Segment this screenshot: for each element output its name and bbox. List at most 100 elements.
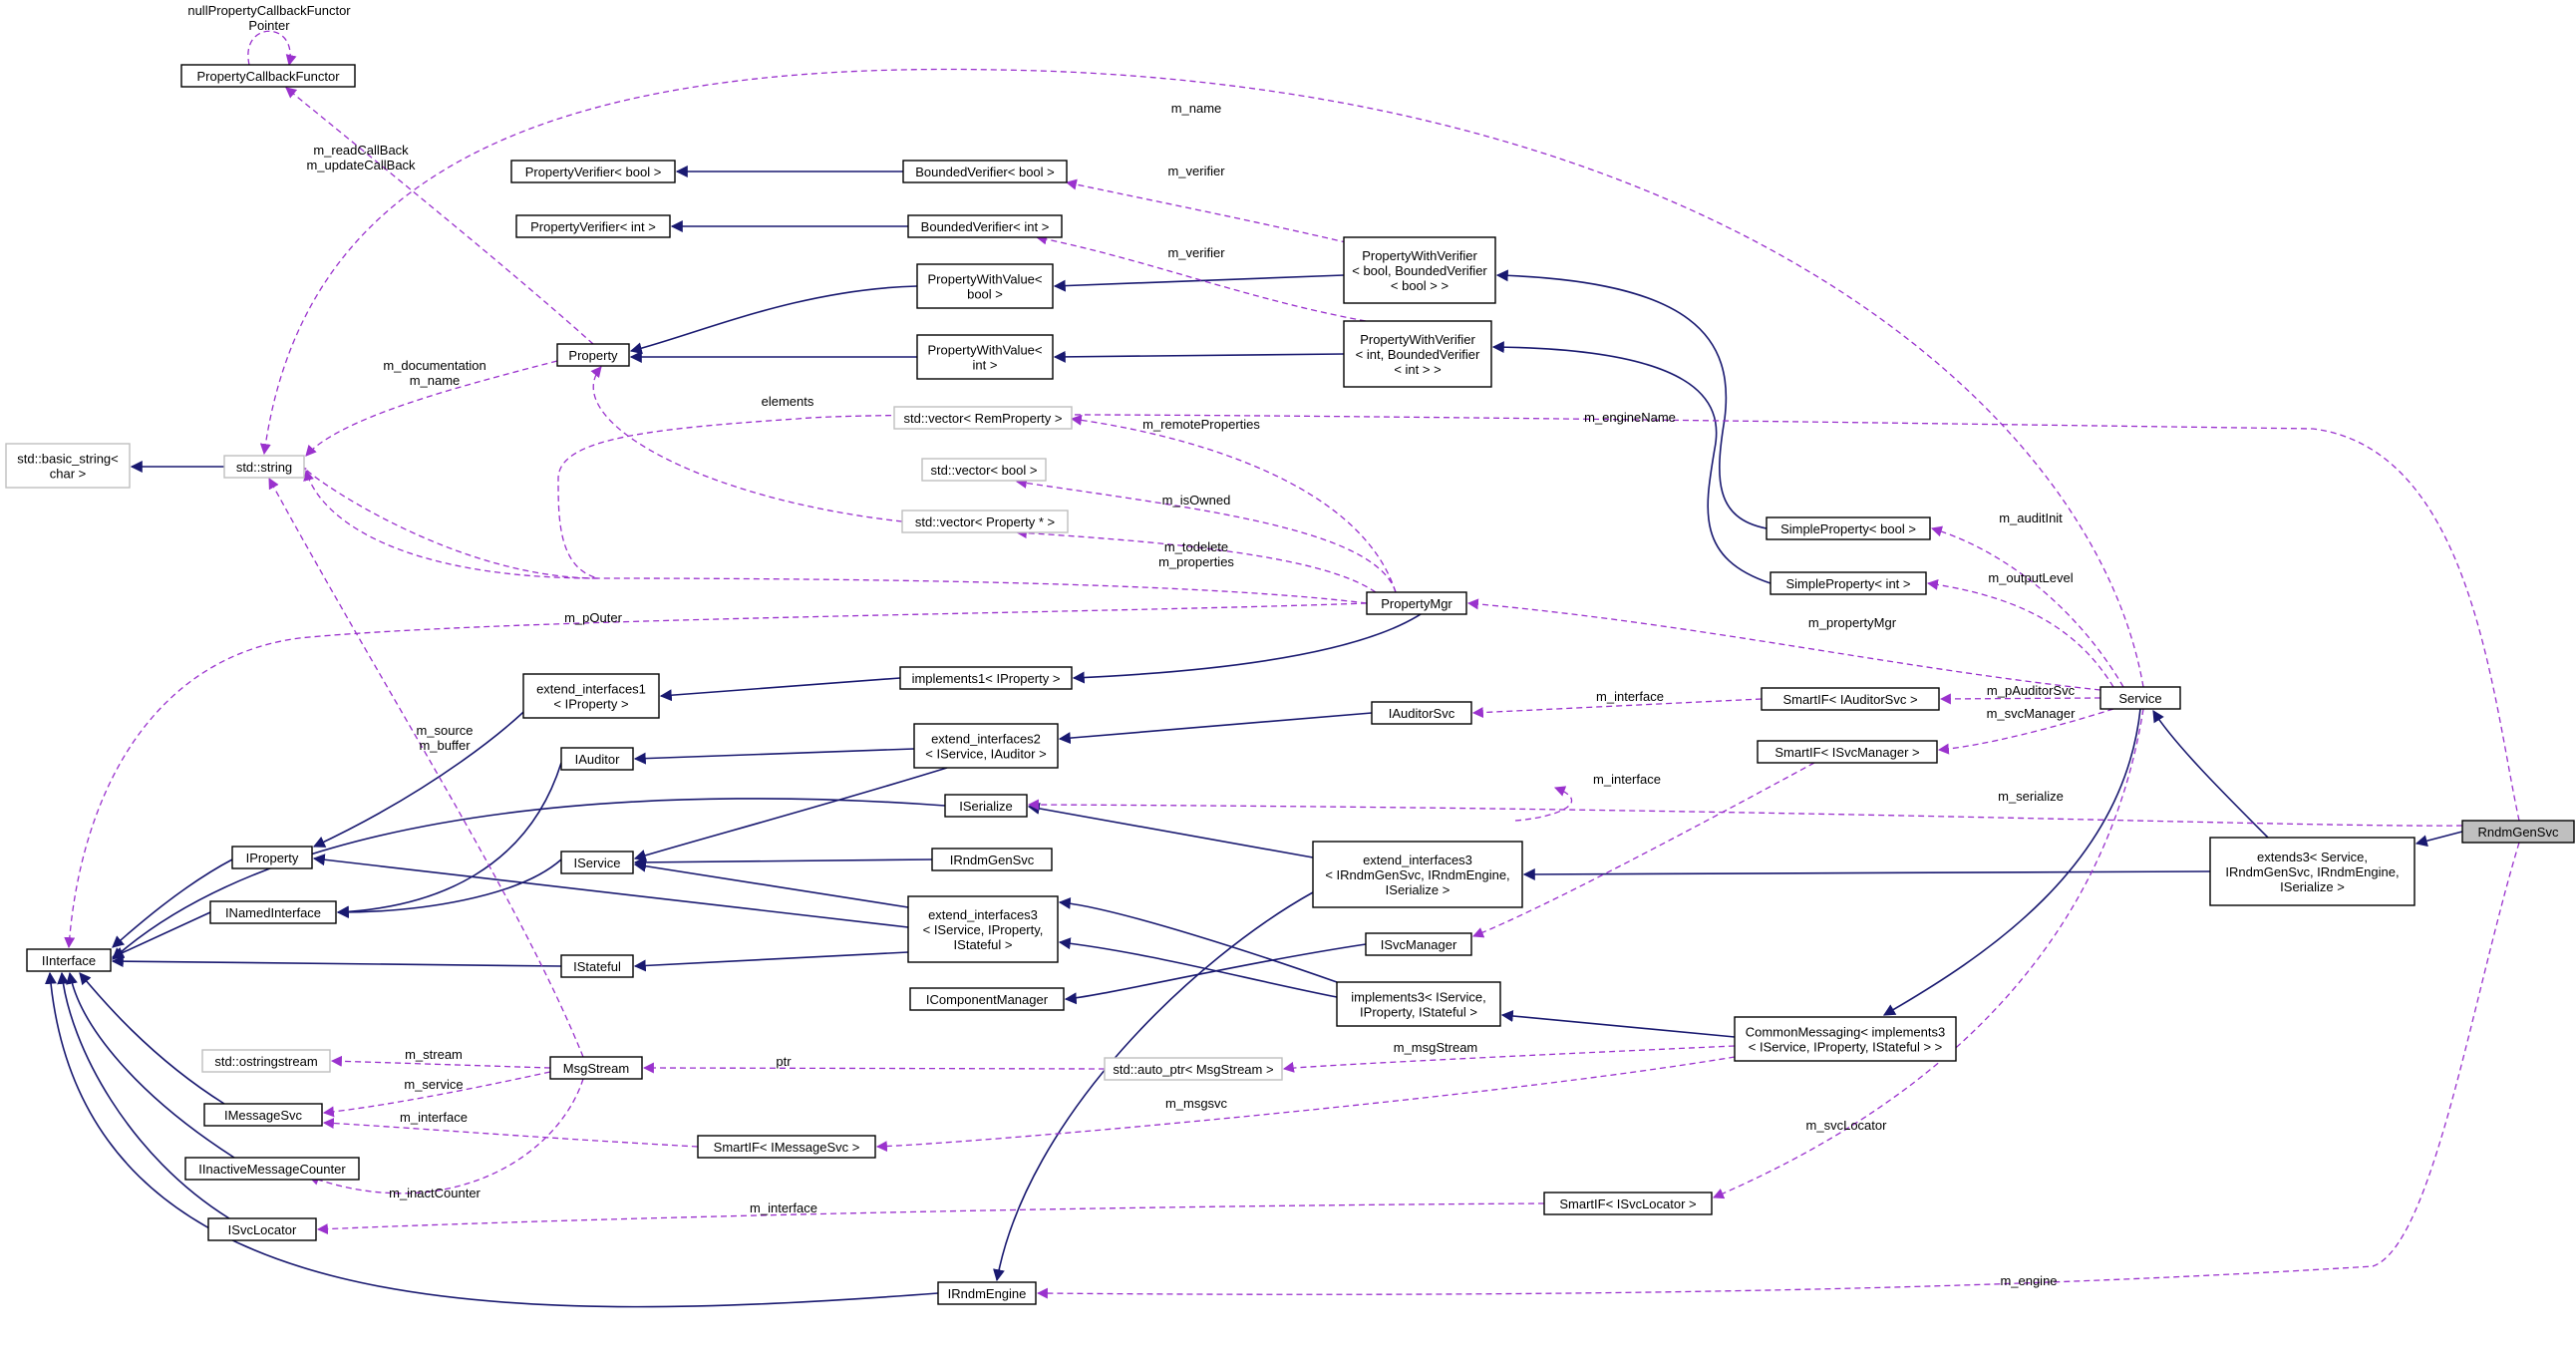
- usage-edge: [642, 1062, 1106, 1074]
- edge-label-m-p-auditor-svc: m_pAuditorSvc: [1987, 683, 2076, 698]
- node-label: extend_interfaces1: [536, 682, 646, 697]
- node-extend-interfaces3b[interactable]: extend_interfaces3< IRndmGenSvc, IRndmEn…: [1312, 841, 1523, 908]
- edge-label-line: m_outputLevel: [1988, 570, 2073, 585]
- node-property-verifier-int[interactable]: PropertyVerifier< int >: [515, 214, 671, 238]
- node-icomponent-manager[interactable]: IComponentManager: [909, 987, 1065, 1011]
- node-smart-if-imessage-svc[interactable]: SmartIF< IMessageSvc >: [697, 1135, 876, 1159]
- node-std-ostringstream[interactable]: std::ostringstream: [201, 1049, 331, 1073]
- node-label: IProperty, IStateful >: [1360, 1005, 1477, 1020]
- node-property-mgr[interactable]: PropertyMgr: [1366, 591, 1467, 615]
- node-property-verifier-bool[interactable]: PropertyVerifier< bool >: [510, 160, 676, 183]
- edge-label-line: Pointer: [248, 18, 290, 33]
- usage-edge: [1035, 233, 1367, 322]
- node-iservice[interactable]: IService: [560, 851, 634, 874]
- node-label: < IProperty >: [553, 697, 628, 712]
- edge-label-m-verifier-bool: m_verifier: [1167, 164, 1225, 178]
- inheritance-edge: [1027, 802, 1314, 858]
- node-simple-property-int[interactable]: SimpleProperty< int >: [1770, 571, 1927, 595]
- node-std-basic-string[interactable]: std::basic_string<char >: [5, 443, 131, 489]
- node-implements3[interactable]: implements3< IService,IProperty, IStatef…: [1336, 981, 1501, 1027]
- node-iserialize[interactable]: ISerialize: [944, 794, 1028, 818]
- node-label: PropertyWithVerifier: [1362, 248, 1477, 263]
- inheritance-edge: [1882, 708, 2141, 1016]
- node-label: IAuditor: [575, 752, 620, 767]
- edge-label-m-svc-locator: m_svcLocator: [1806, 1118, 1888, 1133]
- inheritance-edge: [66, 971, 235, 1159]
- node-property-callback-functor[interactable]: PropertyCallbackFunctor: [180, 64, 356, 88]
- edges-layer: [44, 30, 2520, 1308]
- node-smart-if-iauditor-svc[interactable]: SmartIF< IAuditorSvc >: [1761, 687, 1940, 711]
- node-label: std::vector< bool >: [931, 463, 1038, 478]
- node-isvc-manager[interactable]: ISvcManager: [1365, 932, 1472, 956]
- node-box: [921, 458, 1047, 482]
- node-property[interactable]: Property: [556, 343, 630, 367]
- node-rndm-gen-svc[interactable]: RndmGenSvc: [2461, 820, 2575, 844]
- edge-label-line: m_documentation: [383, 358, 485, 373]
- edge-label-line: m_name: [1171, 101, 1222, 116]
- edge-label-m-serialize: m_serialize: [1998, 789, 2064, 804]
- node-vec-bool[interactable]: std::vector< bool >: [921, 458, 1047, 482]
- edge-label-line: m_interface: [400, 1110, 468, 1125]
- node-pwvalue-int[interactable]: PropertyWithValue<int >: [916, 334, 1054, 380]
- node-msg-stream[interactable]: MsgStream: [549, 1056, 643, 1080]
- edge-label-m-svc-manager: m_svcManager: [1987, 706, 2077, 721]
- usage-edge: [1930, 525, 2124, 688]
- edge-label-line: m_serialize: [1998, 789, 2064, 804]
- node-extend-interfaces1[interactable]: extend_interfaces1< IProperty >: [522, 673, 660, 719]
- node-irndm-gen-svc[interactable]: IRndmGenSvc: [931, 848, 1053, 871]
- node-box: [1543, 1192, 1713, 1215]
- node-iauditor[interactable]: IAuditor: [560, 747, 634, 771]
- usage-edge: [322, 1071, 551, 1118]
- node-label: IAuditorSvc: [1389, 706, 1455, 721]
- node-implements1[interactable]: implements1< IProperty >: [899, 666, 1073, 690]
- node-box: [207, 1217, 317, 1241]
- node-extend-interfaces2[interactable]: extend_interfaces2< IService, IAuditor >: [913, 723, 1059, 769]
- edge-label-m-inact-counter: m_inactCounter: [389, 1186, 481, 1200]
- node-isvc-locator[interactable]: ISvcLocator: [207, 1217, 317, 1241]
- node-pwverifier-int[interactable]: PropertyWithVerifier< int, BoundedVerifi…: [1343, 320, 1492, 388]
- node-vec-rem-property[interactable]: std::vector< RemProperty >: [893, 406, 1073, 430]
- node-label: implements1< IProperty >: [912, 671, 1061, 686]
- node-box: [560, 954, 634, 978]
- node-common-messaging[interactable]: CommonMessaging< implements3< IService, …: [1734, 1016, 1957, 1062]
- node-imessage-svc[interactable]: IMessageSvc: [203, 1103, 323, 1127]
- node-bounded-verifier-bool[interactable]: BoundedVerifier< bool >: [902, 160, 1068, 183]
- node-pwverifier-bool[interactable]: PropertyWithVerifier< bool, BoundedVerif…: [1343, 236, 1496, 304]
- node-label: PropertyMgr: [1381, 596, 1452, 611]
- node-istateful[interactable]: IStateful: [560, 954, 634, 978]
- node-irndm-engine[interactable]: IRndmEngine: [937, 1281, 1037, 1305]
- node-service[interactable]: Service: [2099, 686, 2181, 710]
- node-label: IStateful: [573, 959, 621, 974]
- node-std-auto-ptr[interactable]: std::auto_ptr< MsgStream >: [1104, 1057, 1283, 1081]
- usage-edge: [1015, 478, 1397, 593]
- node-label: SmartIF< ISvcLocator >: [1559, 1196, 1696, 1211]
- node-box: [697, 1135, 876, 1159]
- node-iproperty[interactable]: IProperty: [231, 846, 313, 869]
- node-extend-interfaces3a[interactable]: extend_interfaces3< IService, IProperty,…: [907, 895, 1059, 963]
- node-label: IStateful >: [954, 937, 1013, 952]
- node-vec-property[interactable]: std::vector< Property * >: [901, 510, 1069, 533]
- inheritance-edge: [633, 855, 933, 868]
- node-smart-if-isvc-locator[interactable]: SmartIF< ISvcLocator >: [1543, 1192, 1713, 1215]
- node-box: [1343, 320, 1492, 388]
- node-iinactive-message-counter[interactable]: IInactiveMessageCounter: [184, 1157, 360, 1181]
- node-smart-if-isvc-manager[interactable]: SmartIF< ISvcManager >: [1757, 740, 1938, 764]
- node-inamed-interface[interactable]: INamedInterface: [209, 900, 337, 924]
- node-iauditor-svc[interactable]: IAuditorSvc: [1371, 701, 1472, 725]
- node-extends3[interactable]: extends3< Service,IRndmGenSvc, IRndmEngi…: [2209, 837, 2415, 906]
- node-iinterface[interactable]: IInterface: [26, 948, 112, 972]
- edge-label-line: m_verifier: [1167, 164, 1225, 178]
- node-box: [1766, 516, 1931, 540]
- node-label: < int > >: [1394, 362, 1441, 377]
- edge-label-m-p-outer: m_pOuter: [564, 610, 622, 625]
- node-label: std::vector< RemProperty >: [904, 411, 1063, 426]
- node-simple-property-bool[interactable]: SimpleProperty< bool >: [1766, 516, 1931, 540]
- node-bounded-verifier-int[interactable]: BoundedVerifier< int >: [907, 214, 1063, 238]
- node-std-string[interactable]: std::string: [223, 455, 305, 479]
- inheritance-edge: [79, 972, 225, 1105]
- node-pwvalue-bool[interactable]: PropertyWithValue<bool >: [916, 263, 1054, 309]
- inheritance-edge: [633, 767, 948, 861]
- node-box: [916, 334, 1054, 380]
